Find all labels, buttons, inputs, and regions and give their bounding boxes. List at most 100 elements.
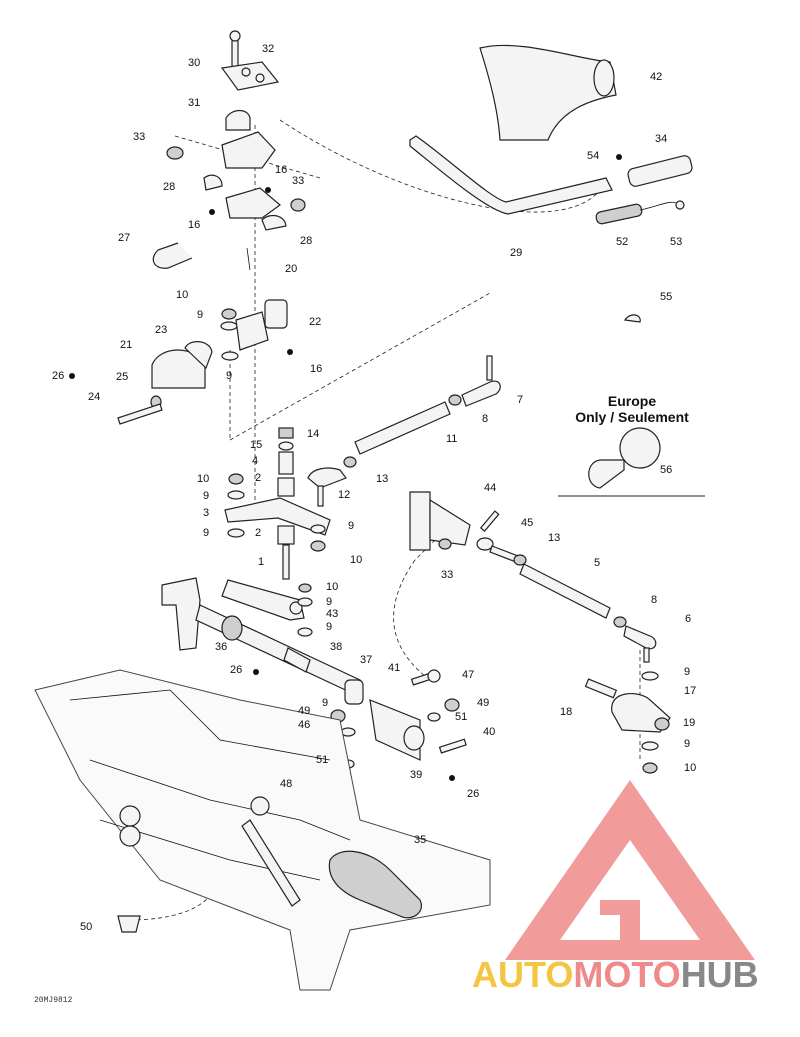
callout-c22: 22 (309, 316, 321, 328)
callout-c43: 43 (326, 608, 338, 620)
rod-11 (354, 401, 451, 455)
bushing-4 (278, 451, 294, 475)
callout-c51b: 51 (316, 754, 328, 766)
washer-9a (220, 321, 238, 331)
callout-c28a: 28 (163, 181, 175, 193)
arm-3 (224, 497, 331, 536)
nut-13b (513, 554, 527, 566)
callout-c24: 24 (88, 391, 100, 403)
tie-rod-end-6 (623, 625, 657, 650)
bushing-2b (277, 525, 295, 545)
callout-c26b: 26 (230, 664, 242, 676)
callout-c9j: 9 (684, 738, 690, 750)
callout-c2a: 2 (255, 472, 261, 484)
europe-title-line1: Europe (608, 393, 656, 409)
tie-rod-end-7 (461, 380, 501, 407)
callout-c10d: 10 (326, 581, 338, 593)
callout-c46: 46 (298, 719, 310, 731)
callout-c17: 17 (684, 685, 696, 697)
callout-c35: 35 (414, 834, 426, 846)
u-bolt-27 (152, 242, 193, 269)
bracket-44 (409, 491, 431, 551)
nut-33a (166, 146, 184, 160)
callout-c2b: 2 (255, 527, 261, 539)
europe-only-section: Europe Only / Seulement (558, 393, 705, 497)
callout-c50: 50 (80, 921, 92, 933)
bushing-41 (344, 679, 364, 705)
lubricant-markers (69, 187, 293, 379)
plate-30 (220, 61, 280, 91)
callout-c33c: 33 (441, 569, 453, 581)
callout-c10b: 10 (197, 473, 209, 485)
grip-34 (627, 155, 693, 187)
callout-c1: 1 (258, 556, 264, 568)
right-linkage-group (409, 491, 671, 774)
wire-53 (639, 201, 681, 211)
wordmark-moto: MOTO (573, 954, 680, 995)
callout-c9i: 9 (322, 697, 328, 709)
callout-c30: 30 (188, 57, 200, 69)
nut-33c (438, 538, 452, 550)
clamp-upper (221, 131, 276, 169)
wordmark-hub: HUB (681, 954, 759, 995)
callout-c12: 12 (338, 489, 350, 501)
horn-bell (588, 459, 625, 489)
drop-16b-icon (209, 209, 215, 215)
callout-c41: 41 (388, 662, 400, 674)
bolt-18 (584, 678, 618, 699)
callout-c9f: 9 (326, 596, 332, 608)
bushing-2a (277, 477, 295, 497)
callout-c33a: 33 (133, 131, 145, 143)
callout-c9d: 9 (203, 527, 209, 539)
handlebar-group (409, 44, 693, 323)
grommet-50 (117, 915, 141, 933)
bolt-40 (438, 738, 467, 754)
nut-14 (278, 427, 294, 439)
callout-c23: 23 (155, 324, 167, 336)
callout-c8a: 8 (482, 413, 488, 425)
callout-c25: 25 (116, 371, 128, 383)
drop-26a-icon (69, 373, 75, 379)
callout-c7: 7 (517, 394, 523, 406)
callout-c14: 14 (307, 428, 319, 440)
callout-c45: 45 (521, 517, 533, 529)
callout-c9g: 9 (326, 621, 332, 633)
washer-15 (278, 441, 294, 451)
callout-c28b: 28 (300, 235, 312, 247)
callout-c37: 37 (360, 654, 372, 666)
chassis-frame (34, 669, 491, 991)
bolt-1 (282, 544, 290, 580)
bracket-36 (161, 577, 201, 651)
callout-c53: 53 (670, 236, 682, 248)
callout-c26c: 26 (467, 788, 479, 800)
nut-13a (343, 456, 357, 468)
callout-c34: 34 (655, 133, 667, 145)
callout-c40: 40 (483, 726, 495, 738)
svg-text:AUTOMOTOHUB: AUTOMOTOHUB (472, 954, 759, 995)
washer-9g (297, 627, 313, 637)
callout-c56: 56 (660, 464, 672, 476)
callout-c3: 3 (203, 507, 209, 519)
wordmark-auto: AUTO (472, 954, 573, 995)
callout-c19: 19 (683, 717, 695, 729)
callout-c42: 42 (650, 71, 662, 83)
callout-c54: 54 (587, 150, 599, 162)
drop-54-icon (616, 154, 622, 160)
automotohub-wordmark: AUTOMOTOHUB (472, 954, 759, 995)
callout-c11: 11 (446, 433, 457, 445)
watermark-logo-icon (505, 780, 755, 960)
callout-c29: 29 (510, 247, 522, 259)
shock-spring (241, 819, 301, 907)
callout-c21: 21 (120, 339, 132, 351)
washer-10a (221, 308, 237, 320)
nut-8b (613, 616, 627, 628)
callout-c27: 27 (118, 232, 130, 244)
washer-9h (641, 671, 659, 681)
callout-c10e: 10 (684, 762, 696, 774)
callout-c5: 5 (594, 557, 600, 569)
callout-c9c: 9 (203, 490, 209, 502)
callout-c10c: 10 (350, 554, 362, 566)
callout-c31: 31 (188, 97, 200, 109)
nut-49b (444, 698, 460, 712)
